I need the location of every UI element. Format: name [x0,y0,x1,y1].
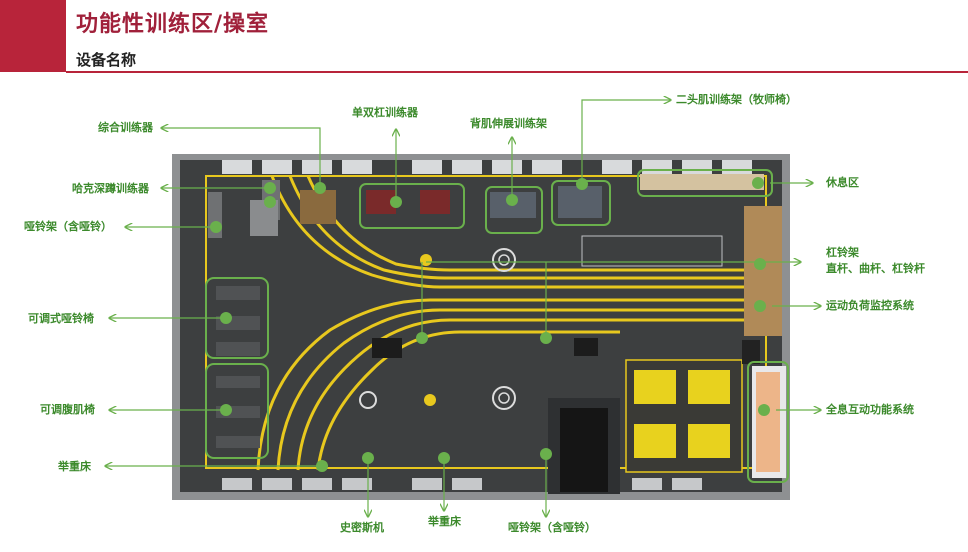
label-weight-bench-bottom: 举重床 [428,515,461,528]
label-hack-squat-trainer: 哈克深蹲训练器 [72,182,149,195]
label-dumbbell-rack-bottom: 哑铃架（含哑铃） [508,521,596,534]
floor-target-icons [359,248,516,410]
label-load-monitoring-system: 运动负荷监控系统 [826,299,914,312]
leader-lines [106,100,820,516]
windows-top [222,160,752,174]
label-rest-area: 休息区 [826,176,859,189]
track-lines [256,175,745,471]
windows-bottom [222,478,702,490]
label-single-double-bar-trainer: 单双杠训练器 [352,106,418,119]
label-biceps-bench: 二头肌训练架（牧师椅） [676,93,797,106]
label-dumbbell-rack-left: 哑铃架（含哑铃） [24,220,112,233]
label-adjustable-ab-bench: 可调腹肌椅 [40,403,95,416]
label-smith-machine: 史密斯机 [340,521,384,534]
label-adjustable-dumbbell-bench: 可调式哑铃椅 [28,312,94,325]
equipment-shapes [208,174,786,494]
label-barbell-rack: 杠铃架 [826,246,859,259]
page-title: 功能性训练区/操室 [76,12,270,37]
label-weight-bench-left: 举重床 [58,460,91,473]
page-subtitle: 设备名称 [76,51,137,69]
header-divider [66,71,968,73]
header-accent-block [0,0,66,72]
label-comprehensive-trainer: 综合训练器 [98,121,153,134]
label-back-extension-rack: 背肌伸展训练架 [470,117,547,130]
label-holographic-system: 全息互动功能系统 [826,403,914,416]
label-barbell-rack-detail: 直杆、曲杆、杠铃杆 [826,262,925,275]
